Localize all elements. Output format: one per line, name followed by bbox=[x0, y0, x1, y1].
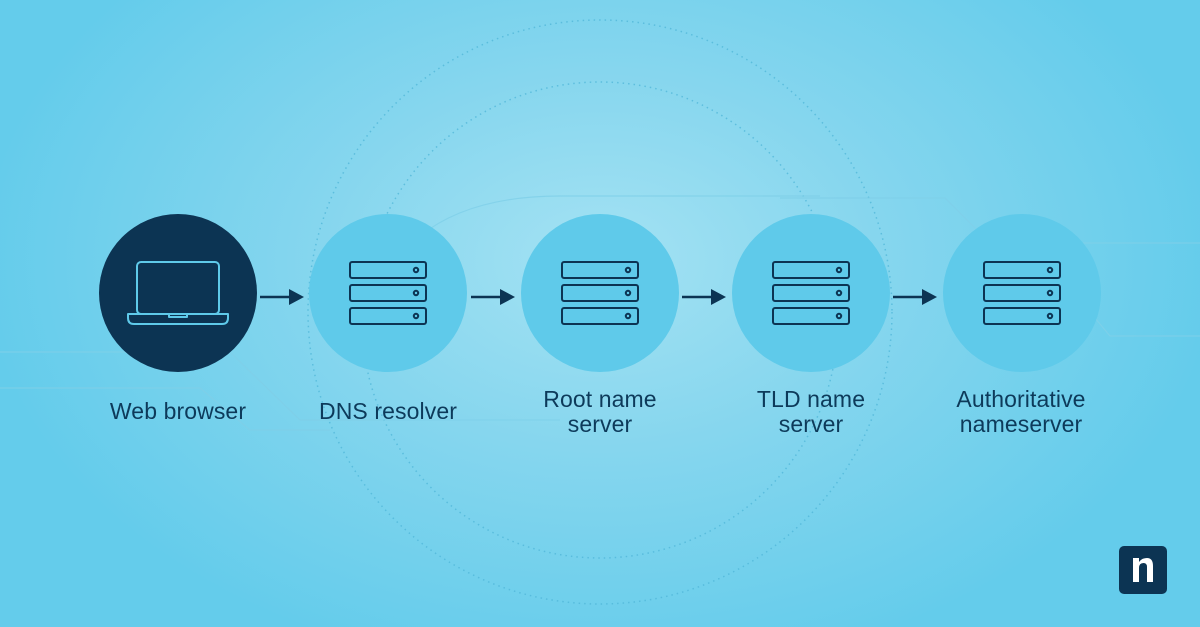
server-stack-icon bbox=[561, 261, 639, 325]
server-stack-icon bbox=[349, 261, 427, 325]
arrow-browser-to-resolver bbox=[260, 289, 304, 305]
server-stack-icon bbox=[983, 261, 1061, 325]
ninjaone-logo bbox=[1119, 546, 1167, 594]
laptop-icon bbox=[127, 261, 229, 325]
node-dns-resolver bbox=[309, 214, 467, 372]
dotted-ring-outer bbox=[307, 19, 893, 605]
arrow-tld-to-authoritative bbox=[893, 289, 937, 305]
node-root-name-server bbox=[521, 214, 679, 372]
circuit-line-right bbox=[780, 197, 1200, 244]
arrow-root-to-tld bbox=[682, 289, 726, 305]
circuit-line-mid bbox=[419, 195, 820, 237]
node-web-browser bbox=[99, 214, 257, 372]
label-web-browser: Web browser bbox=[109, 398, 247, 424]
node-authoritative-nameserver bbox=[943, 214, 1101, 372]
label-dns-resolver: DNS resolver bbox=[319, 398, 457, 424]
arrow-resolver-to-root bbox=[471, 289, 515, 305]
server-stack-icon bbox=[772, 261, 850, 325]
node-tld-name-server bbox=[732, 214, 890, 372]
circuit-line-left-2 bbox=[0, 387, 330, 431]
ninjaone-n-logo-icon bbox=[1133, 558, 1153, 582]
circuit-line-left bbox=[0, 351, 560, 421]
